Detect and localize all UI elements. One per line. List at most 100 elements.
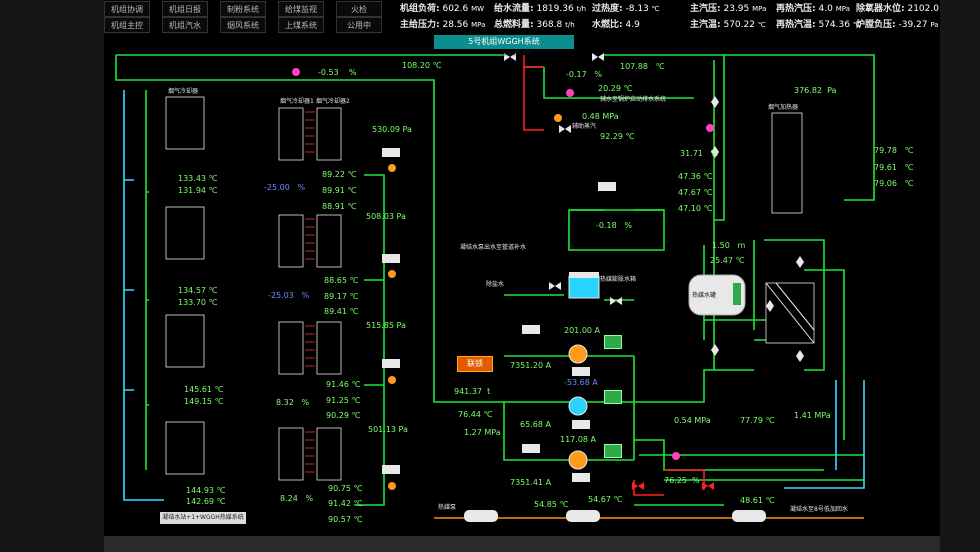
- valve-panel-button[interactable]: [522, 444, 540, 453]
- valves: [504, 53, 804, 362]
- valve-panel-button[interactable]: [522, 325, 540, 334]
- metric-main-steam-pressure: 主汽压: 23.95 MPa: [690, 4, 767, 14]
- metric-superheat: 过热度: -8.13 ℃: [592, 4, 660, 14]
- reading: 90.57 ℃: [328, 515, 363, 524]
- pumps: [464, 344, 766, 522]
- label-gas-cooler: 烟气冷却器: [168, 88, 199, 95]
- label-expansion-tank: 热媒膨胀水箱: [600, 276, 637, 283]
- reading: 1.50 m: [712, 241, 746, 250]
- system-title: 5号机组WGGH系统: [434, 35, 574, 49]
- tab-main-control[interactable]: 机组主控: [104, 17, 150, 33]
- cyan-pipes: [123, 90, 865, 501]
- pump-status-indicator[interactable]: [604, 444, 622, 458]
- control-valves: [388, 114, 562, 490]
- reading: 107.88 ℃: [620, 62, 665, 71]
- reading: 65.68 A: [520, 420, 551, 429]
- reading: 48.61 ℃: [740, 496, 775, 505]
- reading: 145.61 ℃: [184, 385, 224, 394]
- reading: 201.00 A: [564, 326, 601, 335]
- pump-status-indicator[interactable]: [604, 390, 622, 404]
- label-drain: 热媒泵: [438, 504, 457, 511]
- expansion-tank: [568, 272, 600, 299]
- monitor-bottom-edge: [104, 536, 940, 552]
- nav-button-condensate[interactable]: 凝结水站+1+WGGH热媒系统: [160, 512, 246, 524]
- metric-reheat-temp: 再热汽温: 574.36 ℃: [776, 20, 861, 30]
- reading: 117.08 A: [560, 435, 597, 444]
- tab-common[interactable]: 公用中: [336, 17, 382, 33]
- metric-deaerator-level: 除氧器水位: 2102.0 mm: [856, 4, 939, 14]
- reading: 79.78 ℃: [874, 146, 914, 155]
- reading: 92.29 ℃: [600, 132, 635, 141]
- tab-flame[interactable]: 火检: [336, 1, 382, 17]
- reading: 0.48 MPa: [582, 112, 619, 121]
- label-aux-steam: 辅助蒸汽: [572, 123, 597, 130]
- reading: 88.91 ℃: [322, 202, 357, 211]
- reading: 515.85 Pa: [366, 321, 406, 330]
- pump-panel-button[interactable]: [572, 367, 590, 376]
- reading: 376.82 Pa: [794, 86, 837, 95]
- reading: 1.27 MPa: [464, 428, 501, 437]
- reading: 20.29 ℃: [598, 84, 633, 93]
- pump-panel-button[interactable]: [572, 473, 590, 482]
- label-boiler-water: 辅水至锅炉启动排水系统: [600, 96, 667, 103]
- reading: 91.25 ℃: [326, 396, 361, 405]
- valve-panel-button[interactable]: [382, 465, 400, 474]
- red-valves: [632, 482, 714, 490]
- tab-coal-feed[interactable]: 给煤监视: [278, 1, 324, 17]
- metric-total-fuel: 总燃料量: 368.8 t/h: [494, 20, 575, 30]
- label-gas-heater: 烟气加热器: [768, 104, 799, 111]
- metric-unit-load: 机组负荷: 602.6 MW: [400, 4, 485, 14]
- reading: 7351.41 A: [510, 478, 552, 487]
- reading: 47.36 ℃: [678, 172, 713, 181]
- reading: 91.46 ℃: [326, 380, 361, 389]
- metric-feedwater-flow: 给水流量: 1819.36 t/h: [494, 4, 587, 14]
- reading: 91.42 ℃: [328, 499, 363, 508]
- label-gas-cooler-1: 烟气冷却器1: [280, 98, 314, 105]
- metric-feed-pressure: 主给压力: 28.56 MPa: [400, 20, 486, 30]
- reading: 90.75 ℃: [328, 484, 363, 493]
- reading: 76.44 ℃: [458, 410, 493, 419]
- tab-daily-report[interactable]: 机组日报: [162, 1, 208, 17]
- label-return: 凝结水至8号低加回水: [790, 506, 848, 513]
- reading: 31.71 %: [680, 149, 719, 158]
- reading: 89.91 ℃: [322, 186, 357, 195]
- reading: -0.53 %: [318, 68, 357, 77]
- heat-tank: [688, 274, 746, 316]
- metric-furnace-pressure: 炉膛负压: -39.27 Pa: [856, 20, 939, 30]
- reading: -25.00 %: [264, 183, 306, 192]
- exchanger-coils: [305, 111, 315, 473]
- pump-status-indicator[interactable]: [604, 335, 622, 349]
- reading: 25.47 ℃: [710, 256, 745, 265]
- reading: 530.09 Pa: [372, 125, 412, 134]
- reading: 133.70 ℃: [178, 298, 218, 307]
- reading: 54.67 ℃: [588, 495, 623, 504]
- valve-panel-button[interactable]: [598, 182, 616, 191]
- reading: 79.61 ℃: [874, 163, 914, 172]
- reading: -0.17 %: [566, 70, 602, 79]
- reading: 76.25 %: [664, 476, 700, 485]
- reading: -53.68 A: [564, 378, 598, 387]
- reading: 54.85 ℃: [534, 500, 569, 509]
- metric-main-steam-temp: 主汽温: 570.22 ℃: [690, 20, 766, 30]
- valve-panel-button[interactable]: [382, 148, 400, 157]
- tab-coordination[interactable]: 机组协调: [104, 1, 150, 17]
- valve-panel-button[interactable]: [382, 359, 400, 368]
- reading: 108.20 ℃: [402, 61, 442, 70]
- metric-reheat-pressure: 再热汽压: 4.0 MPa: [776, 4, 850, 14]
- tab-pulverizing[interactable]: 制粉系统: [220, 1, 266, 17]
- pump-panel-button[interactable]: [572, 420, 590, 429]
- tab-coal-supply[interactable]: 上煤系统: [278, 17, 324, 33]
- interlock-button[interactable]: 联锁: [457, 356, 493, 372]
- header-metrics: 机组负荷: 602.6 MW 给水流量: 1819.36 t/h 过热度: -8…: [396, 0, 940, 34]
- label-gas-cooler-2: 烟气冷却器2: [316, 98, 350, 105]
- tab-flue-gas[interactable]: 烟风系统: [220, 17, 266, 33]
- valve-panel-button[interactable]: [382, 254, 400, 263]
- reading: 7351.20 A: [510, 361, 552, 370]
- reading: -0.18 %: [596, 221, 632, 230]
- label-heat-tank: 热媒水罐: [692, 292, 717, 299]
- reading: 88.65 ℃: [324, 276, 359, 285]
- nav-tabs: 机组协调 机组日报 制粉系统 给煤监视 火检 机组主控 机组汽水 烟风系统 上煤…: [104, 0, 494, 36]
- label-reheater: 热媒加热器: [502, 50, 533, 57]
- reading: 149.15 ℃: [184, 397, 224, 406]
- tab-steam-water[interactable]: 机组汽水: [162, 17, 208, 33]
